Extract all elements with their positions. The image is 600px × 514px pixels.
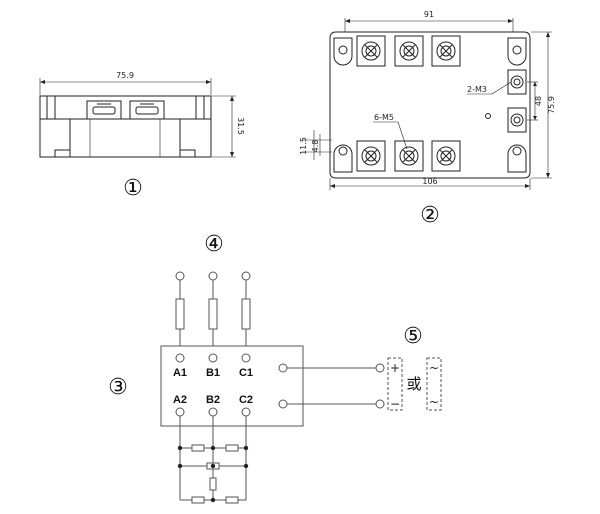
fuse-b-icon <box>208 298 218 330</box>
terminal-bottom-2-icon <box>394 140 424 172</box>
screw-m5-label: 6-M5 <box>374 113 394 122</box>
screw-m3-label: 2-M3 <box>467 85 487 94</box>
or-label: 或 <box>406 375 421 393</box>
marker-2: ② <box>420 203 440 228</box>
wiring-diagram <box>160 271 442 504</box>
terminal-c2-label: C2 <box>239 394 253 406</box>
inner-height-dim: 48 <box>534 96 543 106</box>
fuse-a-icon <box>175 298 185 330</box>
terminal-a1-label: A1 <box>173 367 187 379</box>
terminal-c1-label: C1 <box>239 367 253 379</box>
terminal-b2-label: B2 <box>206 394 220 406</box>
marker-4: ④ <box>204 232 224 257</box>
terminal-bottom-1-icon <box>356 140 386 172</box>
terminal-top-3-icon <box>431 35 461 67</box>
terminal-top-2-icon <box>394 35 424 67</box>
top-width-dim: 91 <box>424 10 434 19</box>
minus-label: − <box>390 397 400 411</box>
marker-1: ① <box>123 176 143 201</box>
fuse-c-icon <box>241 298 251 330</box>
bottom-width-dim: 106 <box>422 177 437 186</box>
marker-3: ③ <box>108 375 128 400</box>
left-dim-a: 11.5 <box>299 137 308 155</box>
ac-top-label: ~ <box>429 361 439 375</box>
marker-5: ⑤ <box>403 324 423 349</box>
junction-dots <box>177 445 249 503</box>
plus-label: + <box>390 361 400 375</box>
ac-bottom-label: ~ <box>429 395 439 409</box>
terminal-top-1-icon <box>356 35 386 67</box>
top-view <box>302 18 552 190</box>
side-view <box>39 78 236 158</box>
terminal-a2-label: A2 <box>173 394 187 406</box>
left-dim-b: 4.8 <box>311 140 320 153</box>
side-width-dim: 75.9 <box>116 71 134 80</box>
terminal-m3-bottom-icon <box>507 107 527 133</box>
terminal-bottom-3-icon <box>431 140 461 172</box>
side-height-dim: 31.5 <box>236 117 245 135</box>
right-height-dim: 75.9 <box>547 96 556 114</box>
terminal-b1-label: B1 <box>206 367 220 379</box>
